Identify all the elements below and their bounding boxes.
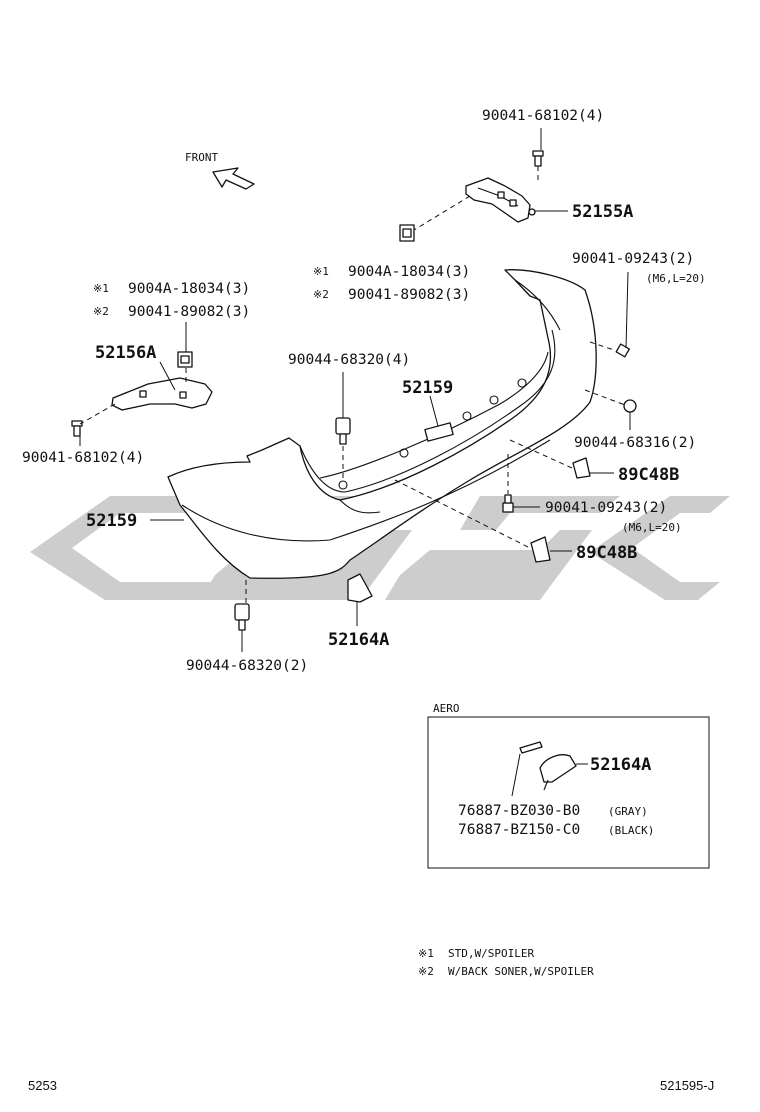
- aero-gray-part: 76887-BZ030-B0: [458, 803, 580, 819]
- clip-icon-left: [177, 351, 193, 368]
- leader-lines: [79, 128, 631, 652]
- assembly-lines: [79, 166, 626, 603]
- retainer-bracket-52155A: [465, 177, 536, 223]
- clip-icon-90044-68320-top: [335, 417, 351, 445]
- label-9004A-18034-mid: 9004A-18034(3): [348, 264, 470, 280]
- note-1-text: STD,W/SPOILER: [448, 947, 534, 960]
- label-52159-top: 52159: [402, 378, 453, 398]
- label-90044-68320-2: 90044-68320(2): [186, 658, 308, 674]
- footnotes: ※1 STD,W/SPOILER ※2 W/BACK SONER,W/SPOIL…: [418, 947, 594, 978]
- clip-icon-mid: [399, 224, 415, 242]
- front-indicator: FRONT: [185, 151, 255, 190]
- label-9004A-18034-left: 9004A-18034(3): [128, 281, 250, 297]
- label-mark1-left: ※1: [93, 282, 109, 295]
- retainer-bracket-52156A: [111, 377, 213, 411]
- bolt-icon-r2: [502, 494, 514, 513]
- label-90041-68102-top: 90041-68102(4): [482, 108, 604, 124]
- aero-part-52164A: 52164A: [590, 755, 651, 775]
- bolt-icon-r1: [615, 343, 630, 358]
- label-90041-68102-left: 90041-68102(4): [22, 450, 144, 466]
- rear-bumper-cover: [167, 269, 597, 579]
- label-mark1-mid: ※1: [313, 265, 329, 278]
- aero-black-note: (BLACK): [608, 824, 654, 837]
- label-89C48B-1: 89C48B: [618, 465, 679, 485]
- screw-icon-left: [71, 420, 83, 437]
- clip-icon-90044-68316: [623, 399, 637, 413]
- bracket-icon-89C48B-1: [572, 457, 591, 479]
- label-mark2-mid: ※2: [313, 288, 329, 301]
- figure-code: 521595-J: [660, 1078, 714, 1093]
- label-52159-left: 52159: [86, 511, 137, 531]
- aero-inset: AERO 52164A 76887-BZ030-B0 (GRAY) 76887-…: [427, 702, 710, 869]
- label-m6-l20-r1: (M6,L=20): [646, 272, 706, 285]
- page-number: 5253: [28, 1078, 57, 1093]
- label-90041-89082-mid: 90041-89082(3): [348, 287, 470, 303]
- label-90044-68316: 90044-68316(2): [574, 435, 696, 451]
- bracket-icon-89C48B-2: [530, 536, 551, 563]
- front-label: FRONT: [185, 151, 218, 164]
- label-52156A: 52156A: [95, 343, 156, 363]
- note-1-mark: ※1: [418, 947, 434, 960]
- label-mark2-left: ※2: [93, 305, 109, 318]
- label-90044-68320-4: 90044-68320(4): [288, 352, 410, 368]
- note-2-text: W/BACK SONER,W/SPOILER: [448, 965, 594, 978]
- screw-icon-top: [532, 150, 544, 167]
- aero-title: AERO: [433, 702, 460, 715]
- tow-hook-cover-52164A: [347, 573, 373, 603]
- label-90041-89082-left: 90041-89082(3): [128, 304, 250, 320]
- label-52155A: 52155A: [572, 202, 633, 222]
- note-2-mark: ※2: [418, 965, 434, 978]
- label-52164A-main: 52164A: [328, 630, 389, 650]
- front-arrow-icon: [212, 167, 255, 190]
- aero-gray-note: (GRAY): [608, 805, 648, 818]
- aero-black-part: 76887-BZ150-C0: [458, 822, 580, 838]
- label-90041-09243-r2: 90041-09243(2): [545, 500, 667, 516]
- label-m6-l20-r2: (M6,L=20): [622, 521, 682, 534]
- label-90041-09243-r1: 90041-09243(2): [572, 251, 694, 267]
- label-89C48B-2: 89C48B: [576, 543, 637, 563]
- clip-icon-90044-68320-bottom: [234, 603, 250, 631]
